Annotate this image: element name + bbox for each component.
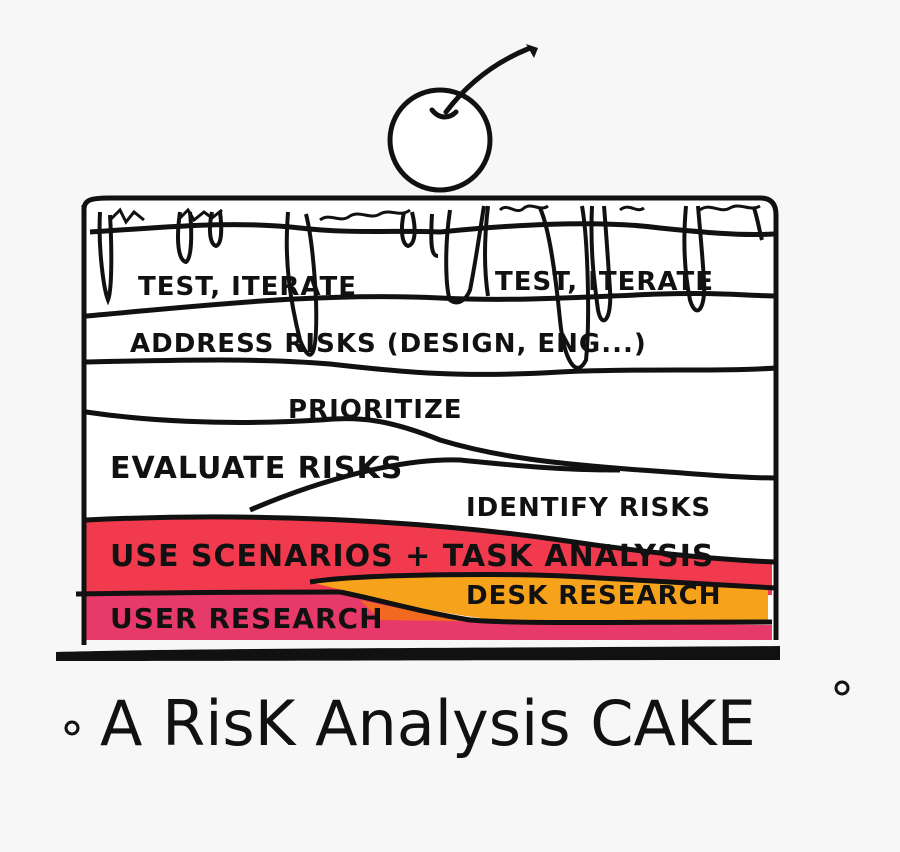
layer-desk-research-fill bbox=[310, 574, 768, 622]
diagram-title: A RisK Analysis CAKE bbox=[100, 687, 756, 760]
icing-line bbox=[89, 221, 775, 238]
label-evaluate-risks: EVALUATE RISKS bbox=[110, 451, 403, 486]
label-prioritize: PRIORITIZE bbox=[288, 395, 463, 425]
icing-drips bbox=[97, 205, 764, 370]
cake-outline-top bbox=[81, 195, 779, 640]
label-desk-research: DESK RESEARCH bbox=[466, 581, 722, 611]
layer-dividers bbox=[75, 290, 777, 625]
cherry-icon bbox=[387, 44, 538, 193]
label-test-iterate-right: TEST, ITERATE bbox=[495, 267, 714, 297]
label-use-scenarios: USE SCENARIOS + TASK ANALYSIS bbox=[110, 539, 714, 574]
layer-use-scenarios-fill bbox=[84, 516, 772, 595]
label-identify-risks: IDENTIFY RISKS bbox=[466, 493, 711, 523]
cake-plate bbox=[56, 646, 780, 661]
label-address-risks: ADDRESS RISKS (DESIGN, ENG...) bbox=[130, 329, 647, 359]
title-bullet-left bbox=[64, 720, 80, 736]
icing-squiggles bbox=[108, 204, 761, 225]
label-user-research: USER RESEARCH bbox=[110, 602, 384, 635]
orange-edge-shade bbox=[360, 600, 520, 622]
title-bullet-right bbox=[834, 680, 850, 696]
label-test-iterate-left: TEST, ITERATE bbox=[138, 272, 357, 302]
